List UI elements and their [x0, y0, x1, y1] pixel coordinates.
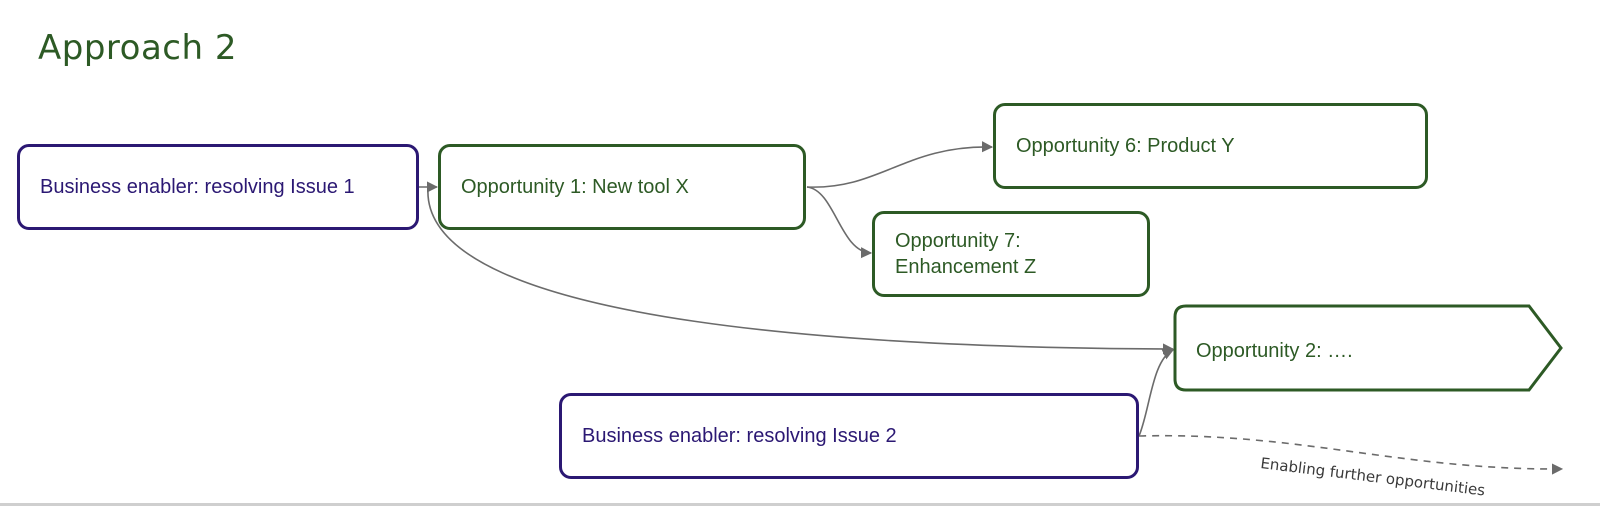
enabler-issue-1-label: Business enabler: resolving Issue 1 — [40, 176, 355, 198]
connector-further-opportunities — [1138, 434, 1564, 475]
connector-opportunity1-to-opportunity7 — [806, 186, 873, 259]
opportunity-1-label: Opportunity 1: New tool X — [461, 176, 689, 198]
diagram-title: Approach 2 — [38, 28, 237, 68]
opportunity-7-box: Opportunity 7: Enhancement Z — [872, 211, 1150, 297]
enabler-issue-2-label: Business enabler: resolving Issue 2 — [582, 425, 897, 447]
connector-opportunity1-to-opportunity6 — [806, 141, 994, 188]
enabler-issue-1-box: Business enabler: resolving Issue 1 — [17, 144, 419, 230]
opportunity-6-label: Opportunity 6: Product Y — [1016, 135, 1235, 157]
opportunity-6-box: Opportunity 6: Product Y — [993, 103, 1428, 189]
further-opportunities-text: Enabling further opportunities — [1260, 454, 1487, 499]
opportunity-2-label: Opportunity 2: …. — [1196, 340, 1353, 362]
connector-enabler2-to-opportunity2 — [1138, 349, 1175, 437]
enabler-issue-2-box: Business enabler: resolving Issue 2 — [559, 393, 1139, 479]
bottom-divider — [0, 503, 1600, 506]
opportunity-7-label: Opportunity 7: Enhancement Z — [895, 230, 1037, 278]
opportunity-1-box: Opportunity 1: New tool X — [438, 144, 806, 230]
further-opportunities-annotation: Enabling further opportunities — [1260, 454, 1487, 499]
opportunity-2-shape — [1173, 304, 1563, 392]
connector-enabler1-to-opportunity2 — [427, 187, 1175, 355]
